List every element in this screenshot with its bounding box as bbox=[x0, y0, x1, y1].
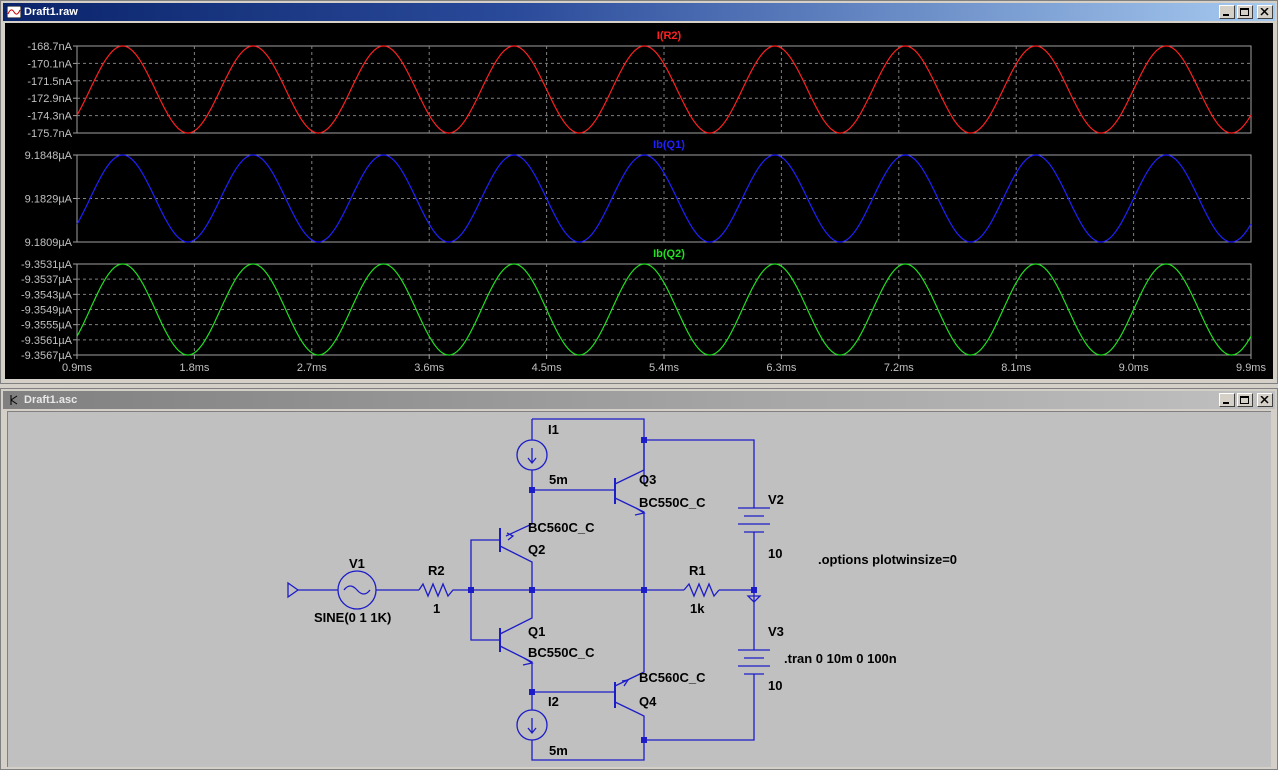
schematic-icon bbox=[10, 395, 18, 405]
y-tick-label: -172.9nA bbox=[27, 93, 72, 105]
y-tick-label: -174.3nA bbox=[27, 111, 72, 123]
schematic-svg[interactable]: I1 5m Q3 BC550C_C BC560C_C Q2 V2 10 .opt… bbox=[8, 412, 1272, 768]
label-R2-value: 1 bbox=[433, 601, 440, 616]
y-tick-label: -9.3561µA bbox=[21, 335, 73, 347]
y-tick-label: 9.1848µA bbox=[25, 150, 73, 162]
x-axis: 0.9ms 1.8ms 2.7ms 3.6ms 4.5ms 5.4ms 6.3ms 7.2ms… bbox=[62, 355, 1266, 374]
maximize-button[interactable] bbox=[1237, 5, 1253, 19]
close-button[interactable] bbox=[1257, 393, 1273, 407]
label-R2: R2 bbox=[428, 563, 445, 578]
label-V2: V2 bbox=[768, 492, 784, 507]
label-V1: V1 bbox=[349, 556, 365, 571]
x-tick-label: 9.9ms bbox=[1236, 362, 1266, 374]
y-tick-label: -9.3537µA bbox=[21, 274, 73, 286]
y-tick-label: 9.1809µA bbox=[25, 237, 73, 249]
minimize-icon bbox=[1223, 14, 1229, 16]
y-tick-label: 9.1829µA bbox=[25, 194, 73, 206]
trace-line[interactable] bbox=[76, 154, 1252, 243]
label-I2-value: 5m bbox=[549, 743, 568, 758]
close-button[interactable] bbox=[1257, 5, 1273, 19]
y-tick-label: -9.3543µA bbox=[21, 289, 73, 301]
y-tick-label: -9.3531µA bbox=[21, 259, 73, 271]
x-tick-label: 1.8ms bbox=[179, 362, 209, 374]
component-labels: I1 5m Q3 BC550C_C BC560C_C Q2 V2 10 .opt… bbox=[314, 422, 957, 758]
window-title: Draft1.asc bbox=[24, 394, 78, 406]
plot-pane-3[interactable]: -9.3531µA -9.3537µA -9.3543µA -9.3549µA -9.3… bbox=[21, 248, 1252, 362]
close-icon bbox=[1260, 396, 1269, 404]
label-I1: I1 bbox=[548, 422, 559, 437]
label-R1-value: 1k bbox=[690, 601, 705, 616]
waveform-icon bbox=[7, 6, 21, 18]
x-tick-label: 5.4ms bbox=[649, 362, 679, 374]
label-Q1: Q1 bbox=[528, 624, 545, 639]
window-title: Draft1.raw bbox=[24, 6, 78, 18]
label-V1-value: SINE(0 1 1K) bbox=[314, 610, 391, 625]
minimize-button[interactable] bbox=[1219, 393, 1235, 407]
label-Q2: Q2 bbox=[528, 542, 545, 557]
label-Q1-model: BC550C_C bbox=[528, 645, 595, 660]
label-Q4: Q4 bbox=[639, 694, 657, 709]
label-V3-value: 10 bbox=[768, 678, 782, 693]
maximize-icon bbox=[1240, 8, 1249, 16]
x-tick-label: 9.0ms bbox=[1119, 362, 1149, 374]
label-Q3-model: BC550C_C bbox=[639, 495, 706, 510]
label-I1-value: 5m bbox=[549, 472, 568, 487]
y-tick-label: -175.7nA bbox=[27, 128, 72, 140]
x-tick-label: 4.5ms bbox=[532, 362, 562, 374]
maximize-button[interactable] bbox=[1237, 393, 1253, 407]
junctions bbox=[468, 437, 757, 743]
trace-title[interactable]: Ib(Q2) bbox=[653, 248, 685, 260]
y-tick-label: -9.3549µA bbox=[21, 305, 73, 317]
label-Q2-model: BC560C_C bbox=[528, 520, 595, 535]
label-I2: I2 bbox=[548, 694, 559, 709]
plot-pane-1[interactable]: -168.7nA -170.1nA -171.5nA -172.9nA -174.3nA… bbox=[27, 30, 1252, 140]
trace-line[interactable] bbox=[76, 263, 1252, 356]
spice-options: .options plotwinsize=0 bbox=[818, 552, 957, 567]
label-R1: R1 bbox=[689, 563, 706, 578]
label-V3: V3 bbox=[768, 624, 784, 639]
x-tick-label: 7.2ms bbox=[884, 362, 914, 374]
label-V2-value: 10 bbox=[768, 546, 782, 561]
plot-pane-svg[interactable]: -168.7nA -170.1nA -171.5nA -172.9nA -174.3nA… bbox=[5, 23, 1275, 379]
y-tick-label: -9.3555µA bbox=[21, 320, 73, 332]
x-tick-label: 6.3ms bbox=[766, 362, 796, 374]
spice-tran: .tran 0 10m 0 100n bbox=[784, 651, 897, 666]
minimize-icon bbox=[1223, 402, 1229, 404]
schematic-window[interactable]: Draft1.asc bbox=[0, 388, 1278, 770]
x-tick-label: 3.6ms bbox=[414, 362, 444, 374]
y-tick-label: -9.3567µA bbox=[21, 350, 73, 362]
y-tick-label: -171.5nA bbox=[27, 76, 72, 88]
x-tick-label: 2.7ms bbox=[297, 362, 327, 374]
label-Q3: Q3 bbox=[639, 472, 656, 487]
trace-line[interactable] bbox=[76, 45, 1252, 134]
maximize-icon bbox=[1240, 396, 1249, 404]
schematic-canvas[interactable]: I1 5m Q3 BC550C_C BC560C_C Q2 V2 10 .opt… bbox=[7, 411, 1271, 767]
trace-title[interactable]: I(R2) bbox=[657, 30, 682, 42]
waveform-window[interactable]: Draft1.raw -168.7nA -170.1nA -171.5nA -172.… bbox=[0, 0, 1278, 384]
close-icon bbox=[1260, 8, 1269, 16]
x-tick-label: 8.1ms bbox=[1001, 362, 1031, 374]
y-tick-label: -170.1nA bbox=[27, 58, 72, 70]
y-tick-label: -168.7nA bbox=[27, 41, 72, 53]
plot-pane-2[interactable]: 9.1848µA 9.1829µA 9.1809µA Ib(Q1) bbox=[25, 139, 1252, 249]
schematic-titlebar[interactable]: Draft1.asc bbox=[3, 391, 1275, 409]
waveform-titlebar[interactable]: Draft1.raw bbox=[3, 3, 1275, 21]
trace-title[interactable]: Ib(Q1) bbox=[653, 139, 685, 151]
plot-area[interactable]: -168.7nA -170.1nA -171.5nA -172.9nA -174.3nA… bbox=[5, 23, 1273, 379]
label-Q4-model: BC560C_C bbox=[639, 670, 706, 685]
wires bbox=[287, 418, 770, 761]
minimize-button[interactable] bbox=[1219, 5, 1235, 19]
x-tick-label: 0.9ms bbox=[62, 362, 92, 374]
